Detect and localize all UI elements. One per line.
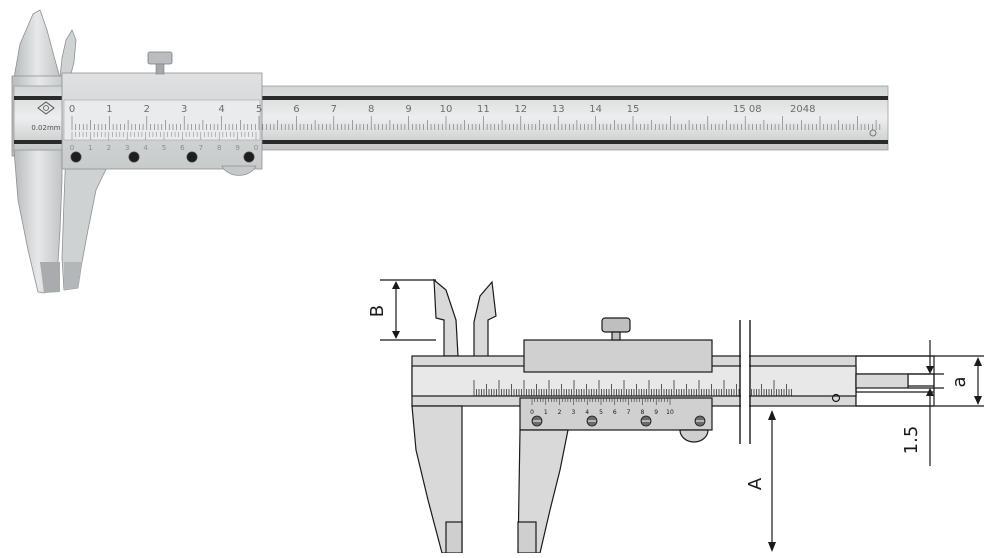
photo-vernier-label: 9 bbox=[235, 144, 239, 152]
dim-A-label: A bbox=[745, 477, 766, 490]
photo-jaw-tip-shadow bbox=[40, 262, 60, 293]
drawing-lower-fixed-jaw-tip bbox=[445, 521, 463, 554]
photo-vernier-label: 3 bbox=[125, 144, 129, 152]
dim-B-label: B bbox=[367, 305, 388, 317]
drawing-depth-rod-body bbox=[855, 373, 909, 389]
photo-slider-window bbox=[63, 99, 261, 141]
drawing-vernier-label: 2 bbox=[558, 409, 562, 416]
drawing-vernier-scale bbox=[531, 398, 671, 405]
photo-model-text: 2048 bbox=[790, 104, 815, 115]
drawing-slider-screws bbox=[531, 415, 706, 427]
dim-a-arrow-top bbox=[974, 357, 982, 366]
photo-vernier-label: 1 bbox=[88, 144, 92, 152]
photo-main-scale-label: 3 bbox=[181, 104, 187, 115]
drawing-thumb-roller bbox=[679, 429, 709, 443]
photo-vernier-label: 5 bbox=[162, 144, 166, 152]
drawing-end-screw-icon bbox=[831, 393, 841, 403]
dim-B-arrow-top bbox=[392, 281, 400, 289]
drawing-thumb-knob bbox=[601, 317, 631, 333]
dim-1-5-label: 1.5 bbox=[901, 426, 922, 455]
photo-main-scale-label: 1 bbox=[106, 104, 112, 115]
photo-main-scale-label: 12 bbox=[514, 104, 527, 115]
photo-main-scale-label: 0 bbox=[69, 104, 75, 115]
drawing-slider-top bbox=[523, 339, 713, 373]
drawing-upper-fixed-jaw bbox=[433, 278, 459, 357]
dim-a-arrow-bottom bbox=[974, 396, 982, 405]
drawing-vernier-label: 10 bbox=[666, 409, 674, 416]
photo-main-scale-label: 5 bbox=[256, 104, 262, 115]
photo-main-scale-label: 10 bbox=[440, 104, 453, 115]
photo-vernier-scale bbox=[71, 132, 257, 140]
photo-upper-sliding-jaw bbox=[59, 29, 77, 79]
dim-1-5-arrow-bottom bbox=[926, 388, 934, 396]
photo-vernier-label: 0 bbox=[254, 144, 258, 152]
photo-beam-bottom-stripe bbox=[14, 140, 888, 144]
drawing-vernier-label: 9 bbox=[654, 409, 658, 416]
photo-main-scale-label: 4 bbox=[218, 104, 224, 115]
drawing-vernier-label: 1 bbox=[544, 409, 548, 416]
caliper-drawing: B 0 1 2 3 4 5 6 7 8 9 10 bbox=[367, 278, 984, 554]
drawing-lower-sliding-jaw-tip bbox=[517, 521, 537, 554]
photo-screw-icon bbox=[243, 151, 255, 163]
photo-main-scale-label: 11 bbox=[477, 104, 490, 115]
photo-main-scale bbox=[71, 116, 881, 130]
dim-A-arrow-bottom bbox=[768, 542, 776, 552]
drawing-vernier-label: 4 bbox=[585, 409, 589, 416]
drawing-vernier-label: 7 bbox=[627, 409, 631, 416]
photo-vernier-label: 8 bbox=[217, 144, 221, 152]
brand-logo-icon bbox=[37, 101, 55, 115]
drawing-main-scale bbox=[473, 380, 792, 396]
drawing-vernier-label: 5 bbox=[599, 409, 603, 416]
photo-vernier-labels: 0 1 2 3 4 5 6 7 8 9 0 bbox=[70, 144, 258, 152]
photo-main-scale-label: 7 bbox=[331, 104, 337, 115]
photo-thumb-screw-stem bbox=[155, 63, 165, 75]
photo-vernier-label: 4 bbox=[143, 144, 148, 152]
photo-screw-icon bbox=[128, 151, 140, 163]
photo-brand-text: 0.02mm bbox=[31, 124, 60, 132]
dim-a-label: a bbox=[949, 376, 970, 387]
photo-screw-icon bbox=[186, 151, 198, 163]
drawing-vernier-label: 3 bbox=[571, 409, 575, 416]
dim-B-arrow-bottom bbox=[392, 331, 400, 339]
drawing-thumb-stem bbox=[611, 331, 621, 341]
photo-main-scale-label: 9 bbox=[405, 104, 411, 115]
photo-main-scale-label: 15 bbox=[627, 104, 640, 115]
photo-vernier-label: 6 bbox=[180, 144, 185, 152]
photo-main-scale-label: 6 bbox=[293, 104, 299, 115]
drawing-vernier-label: 8 bbox=[640, 409, 644, 416]
photo-vernier-label: 2 bbox=[107, 144, 111, 152]
photo-vernier-label: 7 bbox=[199, 144, 203, 152]
photo-screw-icon bbox=[70, 151, 82, 163]
photo-thumb-roller bbox=[221, 165, 257, 176]
drawing-vernier-labels: 0 1 2 3 4 5 6 7 8 9 10 bbox=[530, 409, 674, 416]
photo-serial-text: 15 08 bbox=[733, 104, 762, 115]
drawing-break-gap bbox=[741, 340, 749, 440]
photo-main-scale-label: 2 bbox=[144, 104, 150, 115]
photo-end-screw-icon bbox=[869, 129, 877, 137]
photo-upper-fixed-jaw bbox=[13, 9, 61, 79]
photo-thumb-screw-knob bbox=[147, 51, 173, 65]
photo-main-scale-label: 13 bbox=[552, 104, 565, 115]
photo-main-scale-label: 8 bbox=[368, 104, 374, 115]
photo-vernier-label: 0 bbox=[70, 144, 74, 152]
photo-jaw-tip-shadow bbox=[64, 262, 82, 290]
dim-A-arrow-top bbox=[768, 410, 776, 420]
drawing-vernier-label: 0 bbox=[530, 409, 534, 416]
drawing-vernier-label: 6 bbox=[613, 409, 617, 416]
drawing-upper-sliding-jaw bbox=[473, 280, 497, 359]
photo-beam-top-stripe bbox=[14, 96, 888, 100]
drawing-slider-body bbox=[519, 397, 713, 431]
photo-main-scale-label: 14 bbox=[589, 104, 602, 115]
photo-slider-screws bbox=[70, 151, 255, 163]
dim-1-5-arrow-top bbox=[926, 366, 934, 374]
